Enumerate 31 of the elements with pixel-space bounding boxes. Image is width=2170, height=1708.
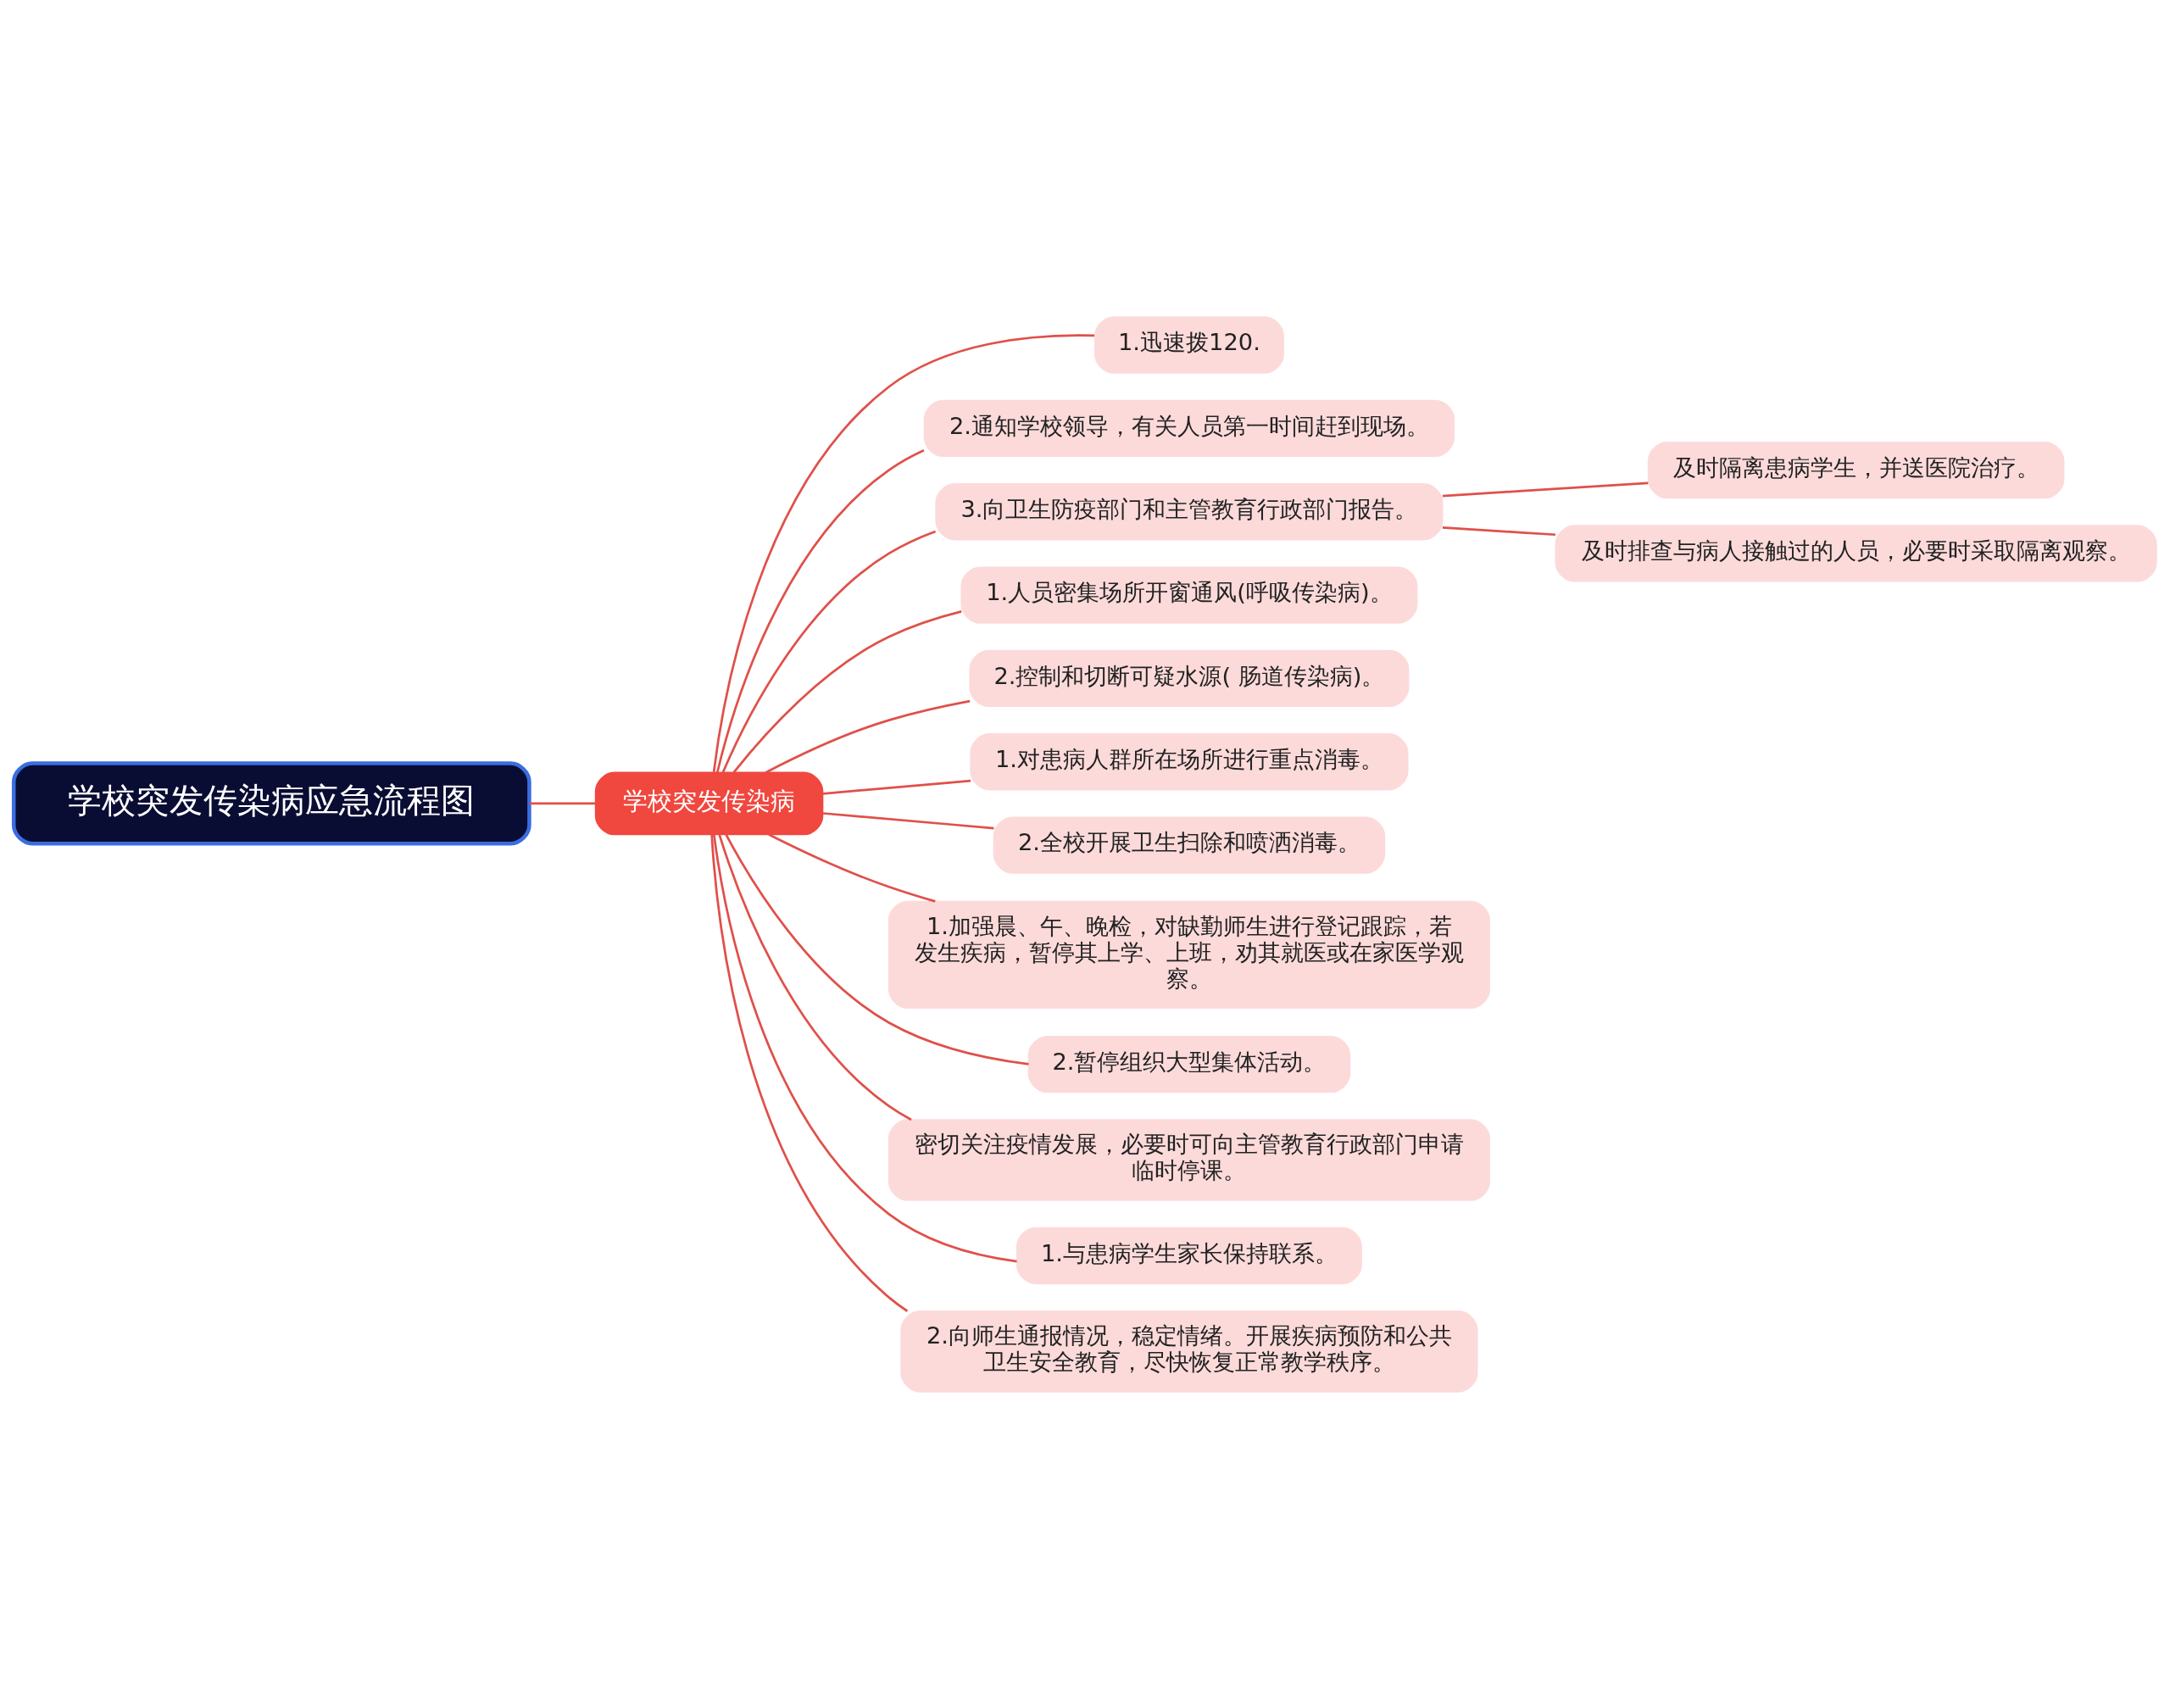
node-box: 2.全校开展卫生扫除和喷洒消毒。 bbox=[993, 815, 1386, 874]
node-box: 1.对患病人群所在场所进行重点消毒。 bbox=[970, 732, 1409, 790]
node-box: 及时排查与病人接触过的人员，必要时采取隔离观察。 bbox=[1555, 524, 2157, 582]
connector bbox=[712, 833, 1017, 1262]
node-box: 3.向卫生防疫部门和主管教育行政部门报告。 bbox=[935, 482, 1444, 540]
node-box: 2.向师生通报情况，稳定情绪。开展疾病预防和公共卫生安全教育，尽快恢复正常教学秩序。 bbox=[900, 1310, 1478, 1393]
connector bbox=[732, 609, 962, 773]
node-box: 1.人员密集场所开窗通风(呼吸传染病)。 bbox=[960, 565, 1418, 624]
connector bbox=[765, 699, 971, 774]
connector bbox=[712, 333, 1095, 772]
node-box: 学校突发传染病应急流程图 bbox=[11, 760, 531, 846]
connector bbox=[715, 448, 925, 773]
connector bbox=[768, 832, 936, 903]
connector bbox=[822, 811, 994, 829]
node-box: 及时隔离患病学生，并送医院治疗。 bbox=[1647, 441, 2065, 498]
node-box: 1.与患病学生家长保持联系。 bbox=[1015, 1227, 1362, 1284]
connector bbox=[718, 833, 912, 1121]
node-box: 学校突发传染病 bbox=[594, 771, 824, 835]
connector bbox=[721, 530, 937, 773]
connector bbox=[710, 834, 909, 1312]
connector bbox=[1442, 526, 1556, 536]
connector bbox=[822, 779, 971, 795]
connector bbox=[725, 833, 1029, 1065]
node-box: 2.通知学校领导，有关人员第一时间赶到现场。 bbox=[923, 399, 1455, 457]
node-box: 2.控制和切断可疑水源( 肠道传染病)。 bbox=[969, 649, 1410, 707]
connector bbox=[1442, 481, 1649, 497]
node-box: 1.迅速拨120. bbox=[1093, 315, 1284, 374]
node-box: 密切关注疫情发展，必要时可向主管教育行政部门申请临时停课。 bbox=[887, 1118, 1490, 1201]
connector bbox=[529, 802, 596, 804]
node-box: 1.加强晨、午、晚检，对缺勤师生进行登记跟踪，若发生疾病，暂停其上学、上班，劝其就医或在家医学观察。 bbox=[887, 900, 1490, 1009]
node-box: 2.暂停组织大型集体活动。 bbox=[1027, 1035, 1351, 1093]
